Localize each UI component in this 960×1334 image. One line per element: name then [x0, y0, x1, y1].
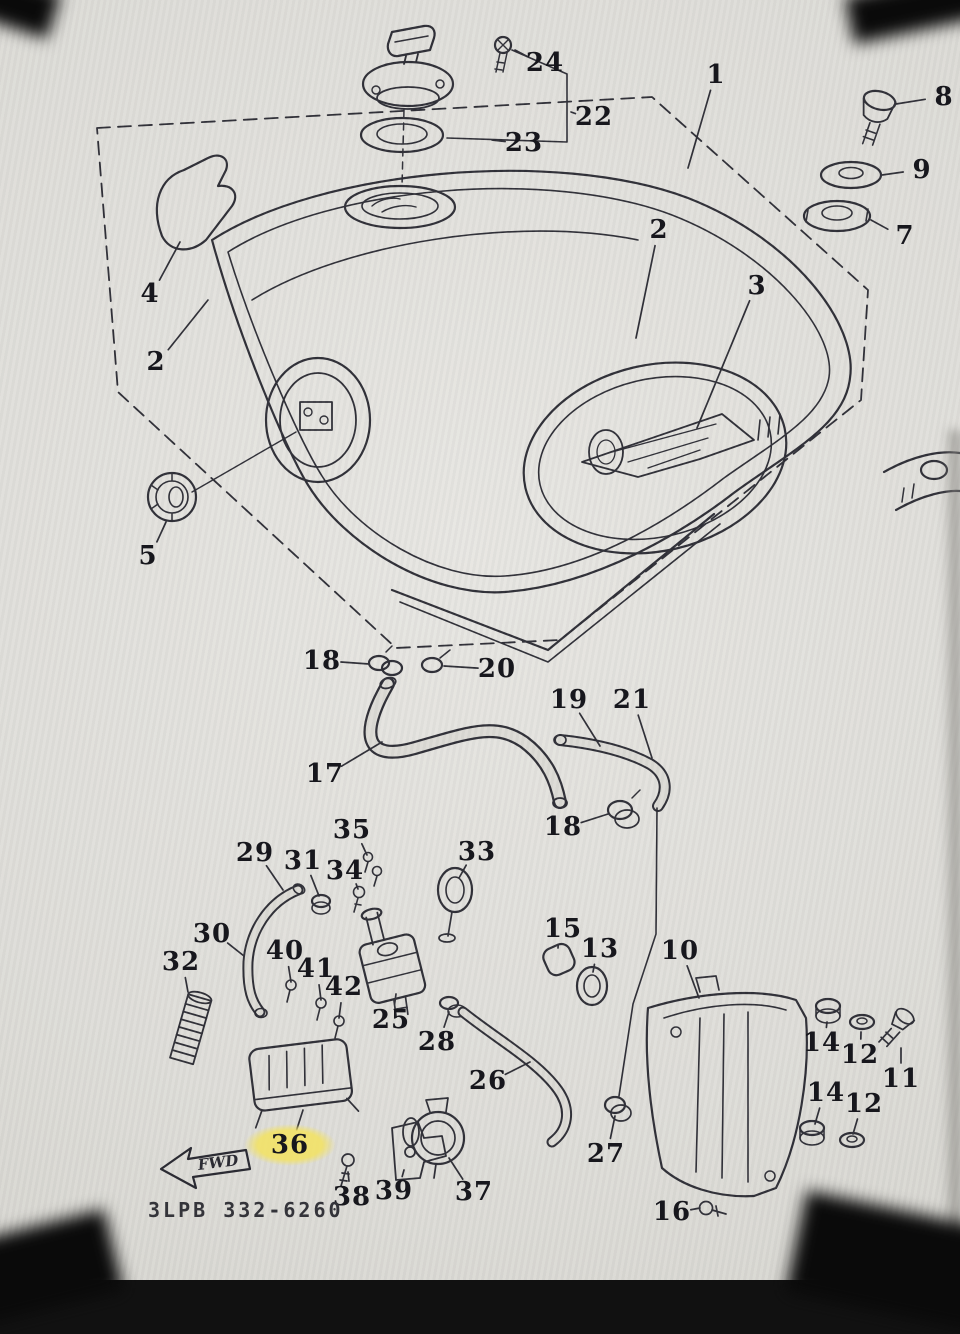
callout-14: 14 — [807, 1080, 845, 1106]
callout-36: 36 — [271, 1132, 309, 1158]
callout-31: 31 — [284, 848, 322, 874]
callout-33: 33 — [458, 839, 496, 865]
callout-35: 35 — [333, 817, 371, 843]
callout-19: 19 — [550, 687, 588, 713]
callout-27: 27 — [587, 1141, 625, 1167]
callout-39: 39 — [375, 1178, 413, 1204]
fwd-arrow-icon: FWD — [156, 1138, 256, 1192]
callout-18: 18 — [303, 648, 341, 674]
callout-24: 24 — [526, 50, 564, 76]
callout-4: 4 — [140, 281, 159, 307]
callout-3: 3 — [747, 273, 766, 299]
callout-9: 9 — [912, 157, 931, 183]
callout-2: 2 — [649, 217, 668, 243]
callout-16: 16 — [653, 1199, 691, 1225]
callout-17: 17 — [306, 761, 344, 787]
callout-21: 21 — [613, 687, 651, 713]
callout-10: 10 — [661, 938, 699, 964]
callout-23: 23 — [505, 130, 543, 156]
callout-12: 12 — [841, 1042, 879, 1068]
callout-1: 1 — [706, 62, 725, 88]
callout-20: 20 — [478, 656, 516, 682]
callout-42: 42 — [325, 974, 363, 1000]
callout-28: 28 — [418, 1029, 456, 1055]
drawing-number: 3LPB 332-6260 — [148, 1198, 344, 1222]
callout-18: 18 — [544, 814, 582, 840]
callout-5: 5 — [138, 543, 157, 569]
photo-edge-shadow — [944, 430, 960, 1280]
callout-37: 37 — [455, 1179, 493, 1205]
callout-15: 15 — [544, 916, 582, 942]
callout-7: 7 — [895, 223, 914, 249]
callout-14: 14 — [803, 1030, 841, 1056]
callout-29: 29 — [236, 840, 274, 866]
callout-2: 2 — [146, 349, 165, 375]
callout-13: 13 — [581, 936, 619, 962]
callout-11: 11 — [882, 1066, 920, 1092]
callout-26: 26 — [469, 1068, 507, 1094]
callout-30: 30 — [193, 921, 231, 947]
callout-22: 22 — [575, 104, 613, 130]
callout-8: 8 — [934, 84, 953, 110]
callout-34: 34 — [326, 858, 364, 884]
callout-12: 12 — [845, 1091, 883, 1117]
callout-25: 25 — [372, 1007, 410, 1033]
callout-32: 32 — [162, 949, 200, 975]
